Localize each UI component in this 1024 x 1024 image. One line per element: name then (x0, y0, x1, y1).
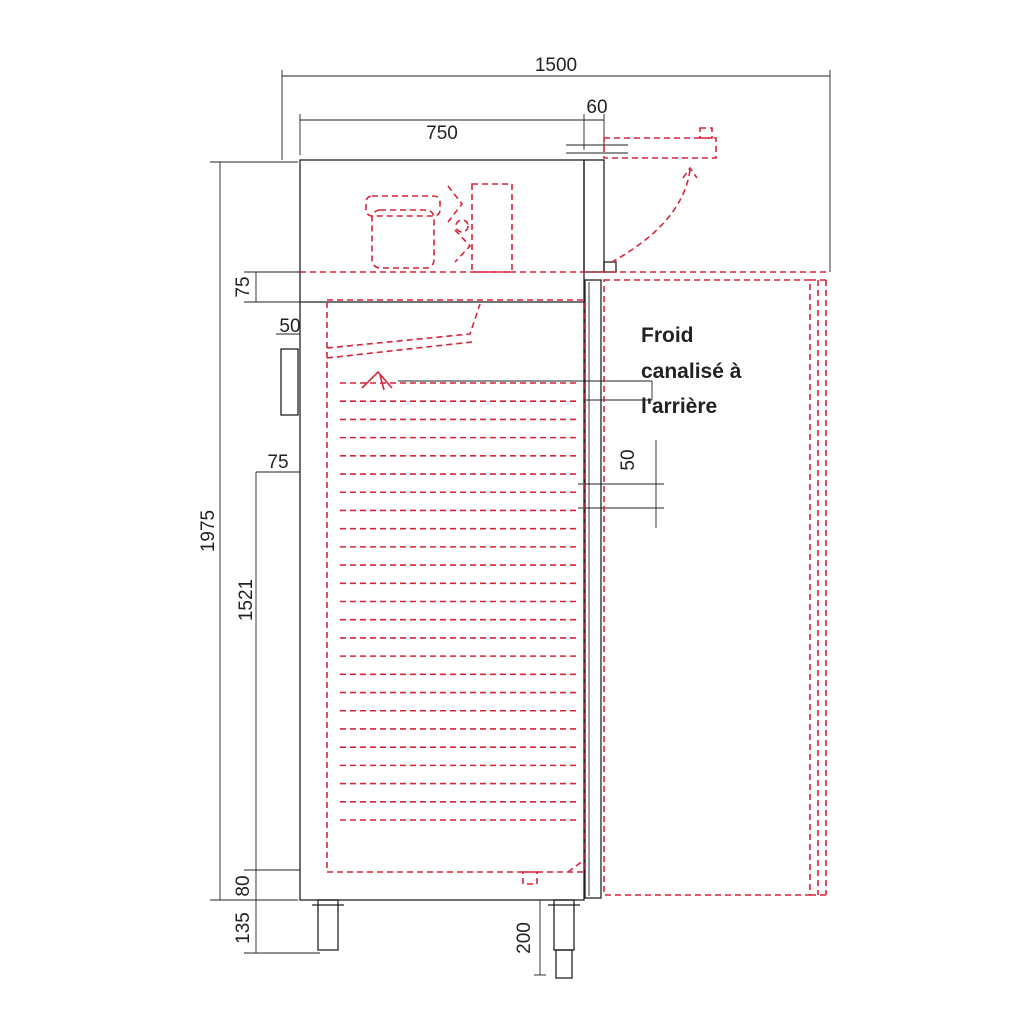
dim-overall-width: 1500 (535, 55, 577, 76)
annotation-line-2: canalisé à (641, 360, 742, 383)
dim-total-height: 1975 (198, 510, 219, 552)
dim-cabinet-width: 750 (426, 123, 458, 144)
shelf-slots (340, 382, 576, 821)
dim-top-panel: 75 (233, 276, 254, 297)
annotation-line-1: Froid (641, 324, 694, 347)
annotation-line-3: l'arrière (641, 395, 717, 418)
dim-feet-height: 135 (233, 912, 254, 944)
dim-upper-offset: 75 (267, 452, 288, 473)
dim-door-depth: 60 (586, 97, 607, 118)
dimension-lines (210, 70, 831, 976)
dim-adjust-height: 200 (514, 922, 535, 954)
dim-inner-height: 1521 (236, 579, 257, 621)
cold-air-annotation: Froid canalisé à l'arrière (641, 324, 742, 418)
dimension-labels: 1500 750 60 1975 75 50 75 1521 80 135 20… (198, 55, 639, 954)
cabinet-outline (299, 159, 617, 979)
hidden-lines (300, 127, 830, 896)
dim-shelf-pitch: 50 (618, 449, 639, 470)
dim-side-gap: 50 (279, 316, 300, 337)
dim-base-offset: 80 (233, 875, 254, 896)
